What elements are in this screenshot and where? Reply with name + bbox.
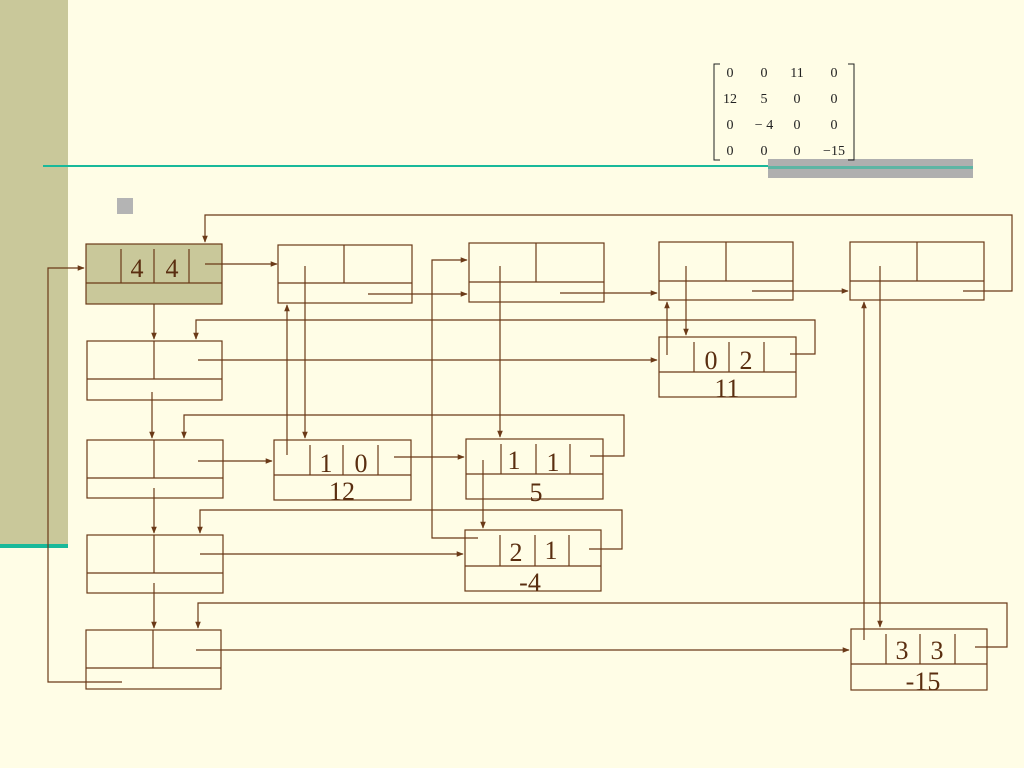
entry-value: 5 xyxy=(530,478,543,507)
head-node-rows: 4 xyxy=(131,254,144,283)
matrix-cell: 0 xyxy=(761,66,768,81)
row-head-3 xyxy=(85,629,222,690)
link-arrow xyxy=(47,265,122,683)
matrix-cell: −15 xyxy=(823,144,845,159)
entry-row: 1 xyxy=(508,446,521,475)
entry-row: 0 xyxy=(705,346,718,375)
entry-value: -15 xyxy=(906,667,941,696)
entry-col: 3 xyxy=(931,636,944,665)
title-rule xyxy=(43,165,973,167)
link-arrow xyxy=(193,319,816,355)
row-head-1 xyxy=(86,439,224,499)
matrix-cell: 0 xyxy=(794,118,801,133)
entry-value: 11 xyxy=(714,374,739,403)
column-head-0 xyxy=(277,244,413,304)
matrix-cell: 0 xyxy=(794,144,801,159)
link-arrow xyxy=(431,257,478,539)
entry-node-1-1: 1 1 5 xyxy=(465,438,604,507)
column-head-1 xyxy=(468,242,605,303)
head-node: 4 4 xyxy=(85,243,223,305)
matrix-cell: 0 xyxy=(831,92,838,107)
link-arrow xyxy=(195,602,1008,648)
bullet-square-icon xyxy=(117,198,133,214)
column-head-3 xyxy=(849,241,985,301)
slide-sidebar xyxy=(0,0,68,548)
decorative-bar-line xyxy=(768,166,973,169)
matrix-right-bracket xyxy=(848,63,855,161)
head-node-cols: 4 xyxy=(166,254,179,283)
entry-row: 2 xyxy=(510,538,523,567)
link-arrow xyxy=(197,509,623,550)
matrix-cell: 5 xyxy=(761,92,768,107)
matrix-left-bracket xyxy=(713,63,720,161)
entry-row: 3 xyxy=(896,636,909,665)
matrix-cell: 0 xyxy=(727,118,734,133)
entry-col: 0 xyxy=(355,449,368,478)
entry-col: 1 xyxy=(545,536,558,565)
entry-node-3-3: 3 3 -15 xyxy=(850,628,988,696)
matrix-cell: 0 xyxy=(761,144,768,159)
sparse-matrix: 0 0 11 0 12 5 0 0 0 − 4 0 0 0 0 0 −15 xyxy=(713,63,855,161)
row-head-2 xyxy=(86,534,224,594)
matrix-cell: 0 xyxy=(727,66,734,81)
entry-value: -4 xyxy=(519,568,541,597)
matrix-cell: − 4 xyxy=(755,118,773,133)
entry-row: 1 xyxy=(320,449,333,478)
matrix-cell: 0 xyxy=(727,144,734,159)
entry-value: 12 xyxy=(329,477,355,506)
entry-node-0-2: 0 2 11 xyxy=(658,336,797,403)
sidebar-rule xyxy=(0,544,68,548)
connectors xyxy=(47,214,1013,683)
entry-col: 1 xyxy=(547,448,560,477)
matrix-cell: 0 xyxy=(794,92,801,107)
matrix-cell: 12 xyxy=(723,92,737,107)
column-head-2 xyxy=(658,241,794,301)
link-arrow xyxy=(181,414,625,457)
entry-node-2-1: 2 1 -4 xyxy=(464,529,602,597)
entry-col: 2 xyxy=(740,346,753,375)
matrix-cell: 11 xyxy=(790,66,803,81)
entry-node-1-0: 1 0 12 xyxy=(273,439,412,506)
row-head-0 xyxy=(86,340,223,401)
link-arrow xyxy=(202,214,1013,292)
matrix-cell: 0 xyxy=(831,118,838,133)
matrix-cell: 0 xyxy=(831,66,838,81)
